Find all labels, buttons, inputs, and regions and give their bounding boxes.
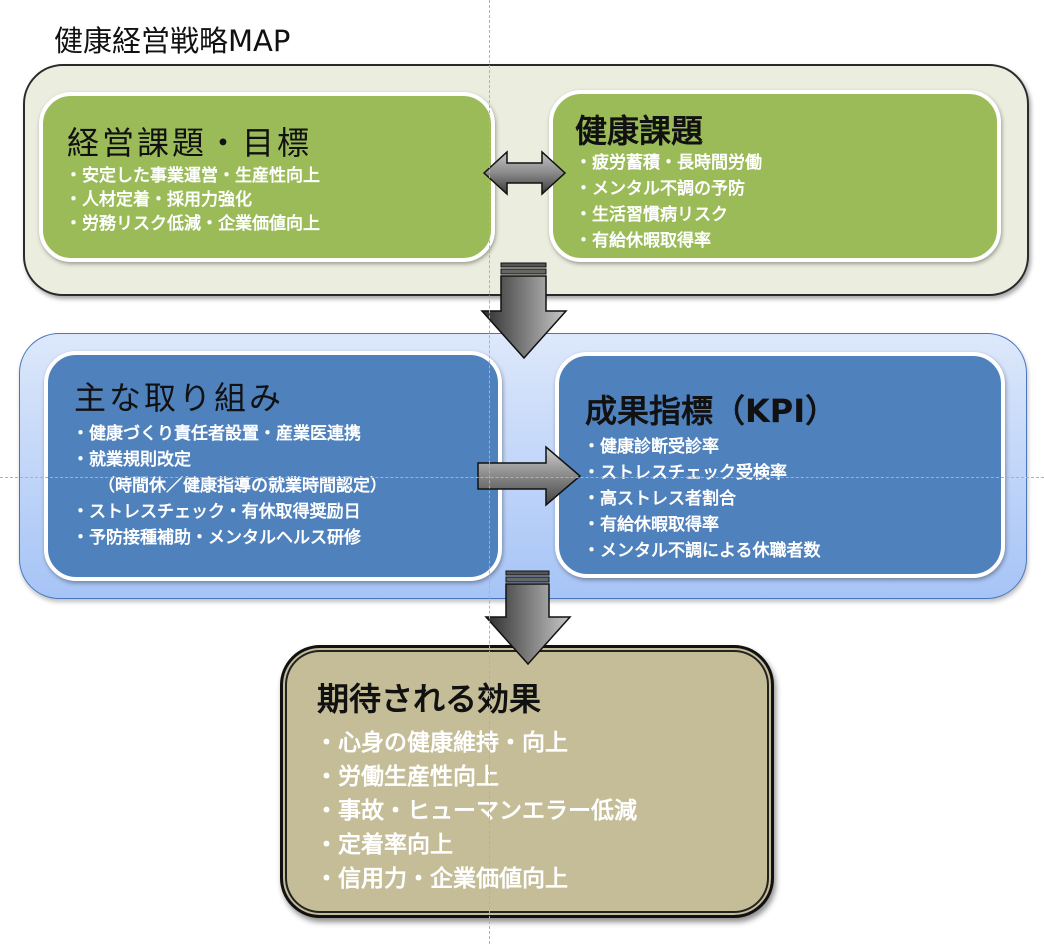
expected-effects-card: 期待される効果 心身の健康維持・向上 労働生産性向上 事故・ヒューマンエラー低減… (280, 645, 774, 918)
list-item: 就業規則改定 (72, 447, 387, 473)
list-item: 高ストレス者割合 (583, 486, 821, 512)
list-item: 心身の健康維持・向上 (315, 726, 637, 760)
kpi-list: 健康診断受診率 ストレスチェック受検率 高ストレス者割合 有給休暇取得率 メンタ… (583, 434, 821, 564)
list-item: 事故・ヒューマンエラー低減 (315, 794, 637, 828)
horizontal-guide-line (0, 477, 1044, 478)
page-title: 健康経営戦略MAP (54, 24, 291, 58)
list-item: 有給休暇取得率 (575, 228, 762, 254)
list-item: ストレスチェック受検率 (583, 460, 821, 486)
down-arrow-icon (480, 262, 568, 360)
list-item: 生活習慣病リスク (575, 202, 762, 228)
expected-effects-list: 心身の健康維持・向上 労働生産性向上 事故・ヒューマンエラー低減 定着率向上 信… (315, 726, 637, 896)
list-item: 健康診断受診率 (583, 434, 821, 460)
management-issues-list: 安定した事業運営・生産性向上 人材定着・採用力強化 労務リスク低減・企業価値向上 (65, 164, 320, 236)
down-arrow-icon (484, 570, 572, 666)
list-item: 疲労蓄積・長時間労働 (575, 150, 762, 176)
list-item: 安定した事業運営・生産性向上 (65, 164, 320, 188)
list-item: 労働生産性向上 (315, 760, 637, 794)
health-issues-card: 健康課題 疲労蓄積・長時間労働 メンタル不調の予防 生活習慣病リスク 有給休暇取… (549, 90, 1001, 262)
kpi-title: 成果指標（KPI） (585, 392, 838, 430)
list-item: 信用力・企業価値向上 (315, 862, 637, 896)
health-issues-list: 疲労蓄積・長時間労働 メンタル不調の予防 生活習慣病リスク 有給休暇取得率 (575, 150, 762, 254)
list-item: 健康づくり責任者設置・産業医連携 (72, 421, 387, 447)
list-item: メンタル不調による休職者数 (583, 538, 821, 564)
initiatives-list: 健康づくり責任者設置・産業医連携 就業規則改定 （時間休／健康指導の就業時間認定… (72, 421, 387, 551)
list-item-continuation: （時間休／健康指導の就業時間認定） (98, 476, 387, 496)
list-item: メンタル不調の予防 (575, 176, 762, 202)
list-item: ストレスチェック・有休取得奨励日 (72, 499, 387, 525)
health-issues-title: 健康課題 (575, 112, 704, 150)
management-issues-title: 経営課題・目標 (67, 124, 313, 162)
initiatives-card: 主な取り組み 健康づくり責任者設置・産業医連携 就業規則改定 （時間休／健康指導… (44, 351, 502, 581)
kpi-card: 成果指標（KPI） 健康診断受診率 ストレスチェック受検率 高ストレス者割合 有… (555, 352, 1005, 578)
expected-effects-title: 期待される効果 (317, 680, 542, 718)
vertical-guide-line (489, 0, 490, 944)
initiatives-title: 主な取り組み (74, 379, 285, 417)
list-item: 労務リスク低減・企業価値向上 (65, 212, 320, 236)
list-item: 定着率向上 (315, 828, 637, 862)
management-issues-card: 経営課題・目標 安定した事業運営・生産性向上 人材定着・採用力強化 労務リスク低… (39, 92, 495, 262)
list-item: 予防接種補助・メンタルヘルス研修 (72, 525, 387, 551)
double-headed-arrow-icon (482, 150, 567, 196)
list-item: 人材定着・採用力強化 (65, 188, 320, 212)
list-item: 有給休暇取得率 (583, 512, 821, 538)
